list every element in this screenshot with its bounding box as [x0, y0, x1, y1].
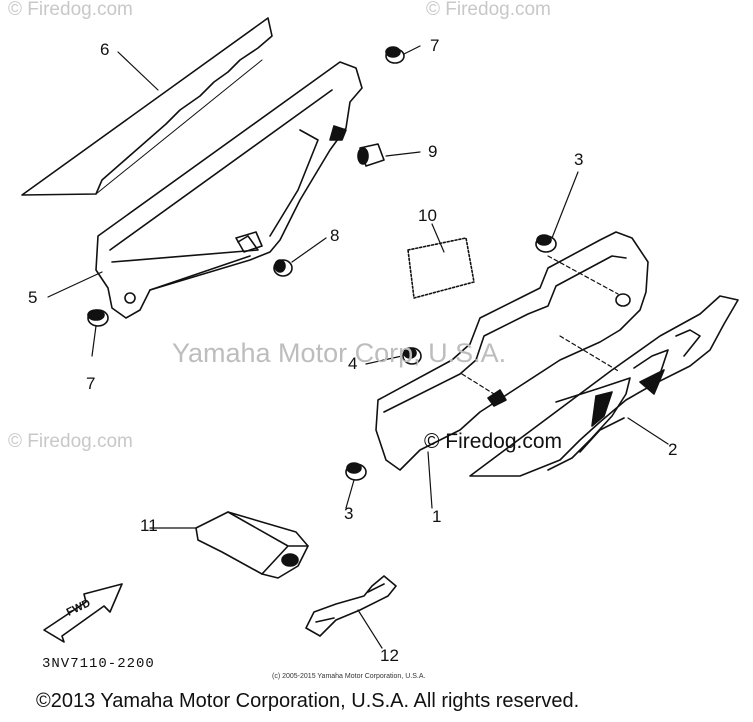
- callout-3-top: 3: [574, 150, 584, 169]
- watermark-stamp: © Firedog.com: [424, 430, 563, 453]
- callout-7-bottom: 7: [86, 374, 96, 393]
- fwd-arrow: [43, 583, 123, 643]
- part-7-grommet-upper: [385, 46, 405, 64]
- callout-3-bottom: 3: [344, 504, 354, 523]
- part-7-grommet-lower: [87, 309, 109, 327]
- part-6-panel: [21, 17, 273, 196]
- callout-2: 2: [668, 440, 678, 459]
- small-copyright: (c) 2005-2015 Yamaha Motor Corporation, …: [272, 673, 426, 680]
- callout-11: 11: [140, 516, 158, 535]
- watermark-top-left: © Firedog.com: [8, 0, 133, 20]
- leader-lines: [47, 45, 669, 649]
- copyright-footer: ©2013 Yamaha Motor Corporation, U.S.A. A…: [36, 690, 580, 712]
- callout-7-top: 7: [430, 36, 440, 55]
- part-3-grommet-lower: [345, 462, 367, 481]
- part-11-cover: [195, 511, 309, 579]
- watermark-center: Yamaha Motor Corp, U.S.A.: [172, 338, 507, 368]
- part-4-grommet: [402, 347, 422, 365]
- part-3-grommet-upper: [535, 234, 557, 253]
- callout-4: 4: [348, 354, 358, 373]
- part-8-grommet: [273, 259, 293, 277]
- watermark-top-right: © Firedog.com: [426, 0, 551, 20]
- part-2-graphic-decal: [469, 295, 739, 477]
- callout-8: 8: [330, 226, 340, 245]
- part-5-bracket: [95, 61, 363, 319]
- part-1-side-cover: [375, 231, 649, 471]
- callout-9: 9: [428, 142, 438, 161]
- callout-1: 1: [432, 507, 442, 526]
- part-9-grommet: [357, 143, 385, 167]
- callout-10: 10: [418, 206, 437, 225]
- callout-12: 12: [380, 646, 399, 665]
- part-code: 3NV7110-2200: [42, 656, 155, 672]
- part-12-strap: [305, 575, 397, 637]
- callout-6: 6: [100, 40, 110, 59]
- watermark-mid-left: © Firedog.com: [8, 431, 133, 452]
- part-10-decal: [407, 237, 475, 299]
- callout-5: 5: [28, 288, 38, 307]
